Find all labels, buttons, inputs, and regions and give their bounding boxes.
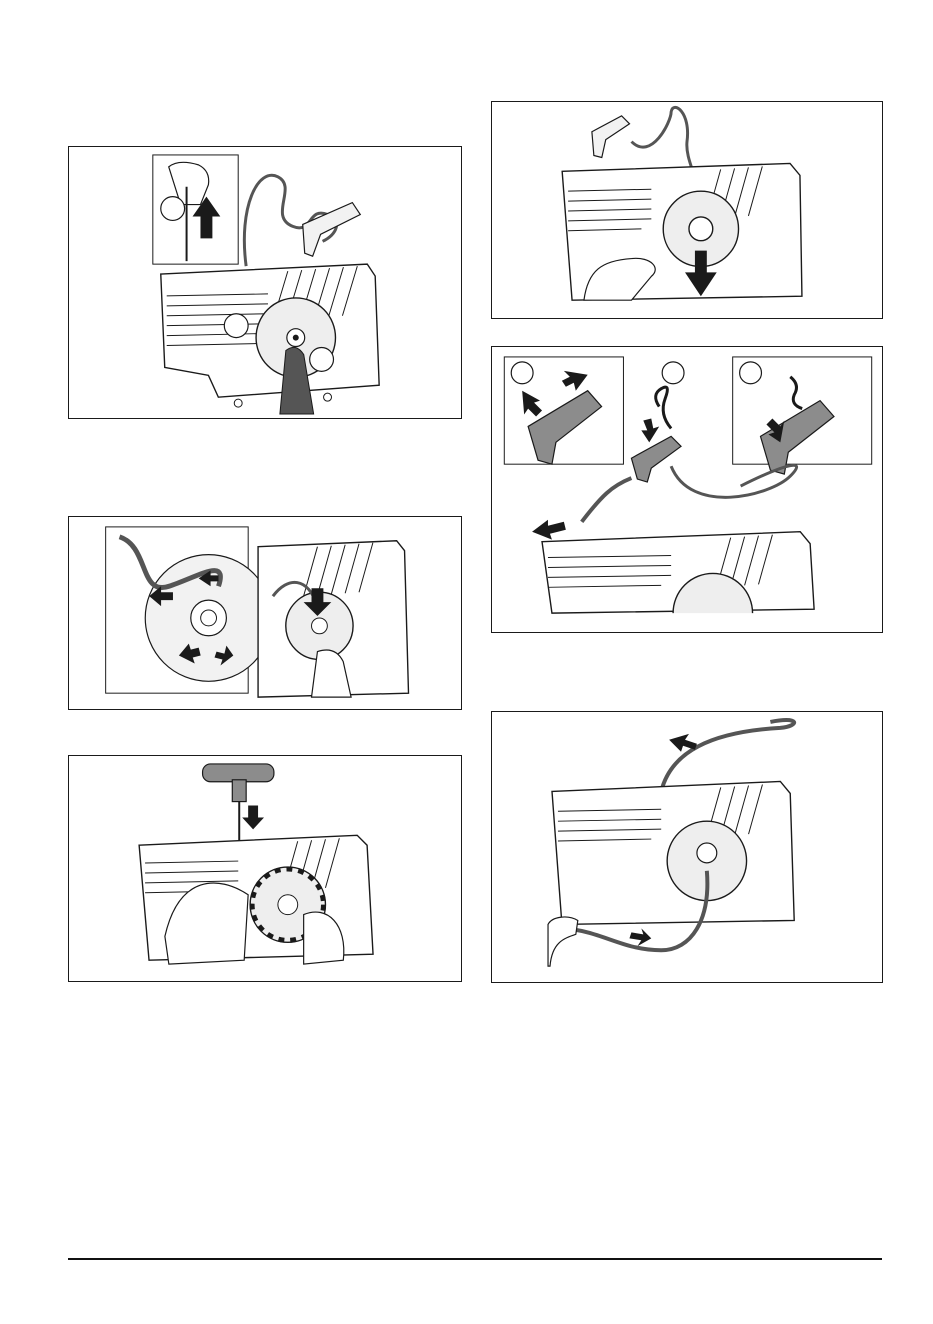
callout-1 [161, 197, 185, 221]
handle-icon [592, 116, 630, 158]
figure-3-tension-spring [68, 755, 462, 982]
callout-2 [224, 314, 248, 338]
cord-segment [582, 478, 632, 522]
figure-6-wind-cord [491, 711, 883, 983]
callout-c [740, 362, 762, 384]
callout-a [511, 362, 533, 384]
figure-5-illustration [492, 347, 882, 632]
figure-3-illustration [69, 756, 461, 981]
figure-1-release-spring-tension [68, 146, 462, 419]
hand [548, 917, 578, 966]
figure-6-illustration [492, 712, 882, 982]
arrow-down-icon [242, 806, 264, 830]
handle-icon [303, 203, 361, 257]
figure-1-illustration [69, 147, 461, 418]
footer-rule [68, 1258, 882, 1260]
figure-2-cord-in-pulley [68, 516, 462, 710]
figure-4-pull-cord [491, 101, 883, 319]
starter-cord [661, 720, 794, 791]
figure-4-illustration [492, 102, 882, 318]
figure-5-attach-handle [491, 346, 883, 633]
knot [656, 387, 671, 428]
callout-b [662, 362, 684, 384]
figure-2-illustration [69, 517, 461, 709]
starter-cord [671, 465, 796, 497]
callout-3 [310, 348, 334, 372]
